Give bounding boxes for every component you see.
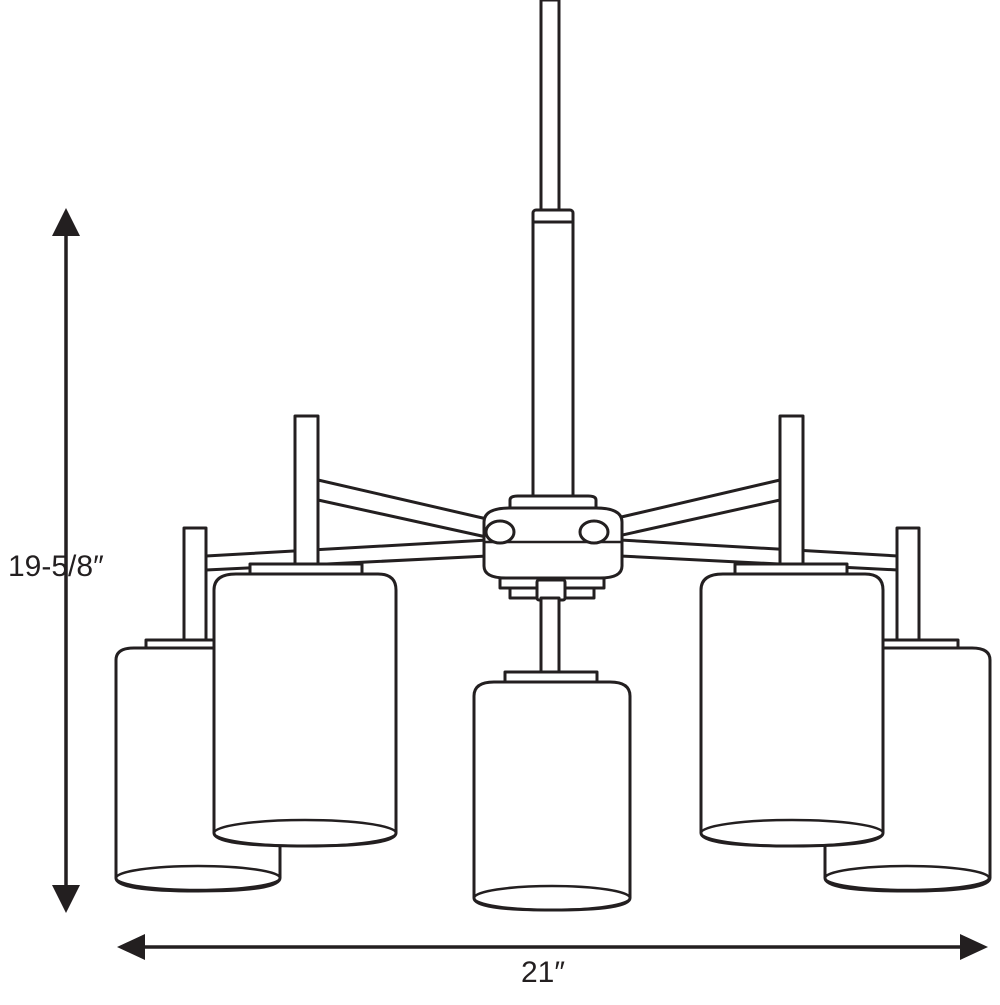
width-dimension-line [117,934,988,960]
down-rod [531,0,575,504]
front-left-lamp [212,414,398,848]
height-dimension-label: 19-5/8″ [8,550,104,583]
center-hub [482,494,624,600]
center-lamp [472,578,632,912]
width-dimension-label: 21″ [521,956,565,989]
height-dimension-line [52,208,80,913]
front-right-lamp [699,414,885,848]
